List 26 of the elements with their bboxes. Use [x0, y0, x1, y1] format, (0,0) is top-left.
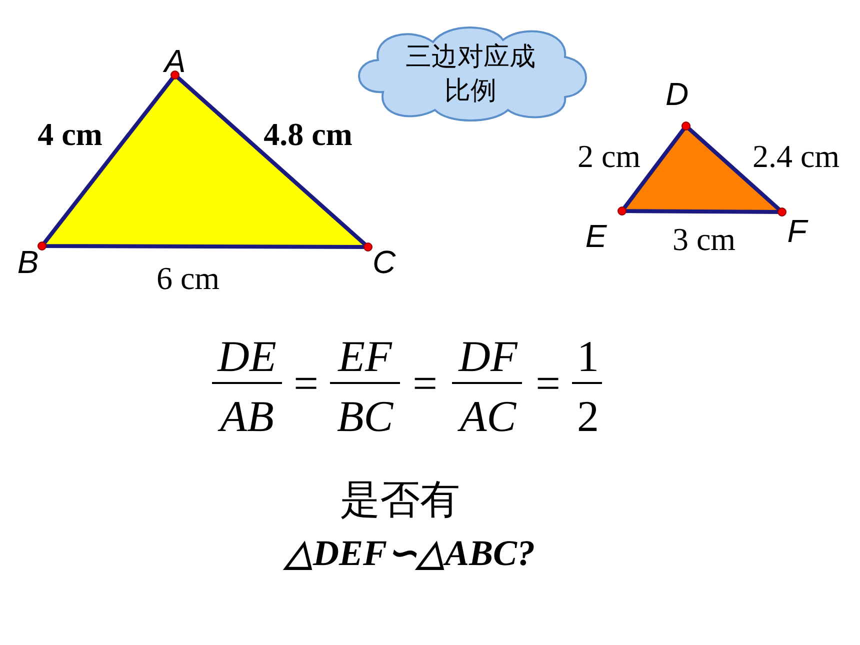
- math-text: BC: [336, 395, 394, 439]
- vertex-label: C: [372, 246, 396, 278]
- vertex-label: D: [665, 78, 689, 110]
- math-text: DE: [218, 335, 276, 379]
- side-length: 2 cm: [577, 140, 641, 172]
- math-text: =: [294, 362, 318, 406]
- math-text: 1: [577, 335, 599, 379]
- math-text: =: [412, 362, 438, 406]
- math-text: AB: [220, 395, 274, 439]
- question-text: △DEF∽△ABC?: [284, 535, 536, 571]
- side-length: 3 cm: [672, 223, 736, 255]
- side-length: 4.8 cm: [264, 118, 352, 150]
- question-text: 是否有: [340, 480, 460, 520]
- side-length: 2.4 cm: [752, 140, 840, 172]
- vertex-label: B: [17, 246, 39, 278]
- vertex-label: A: [164, 45, 186, 77]
- cloud-text: 三边对应成比例: [404, 41, 536, 108]
- math-text: 2: [577, 395, 599, 439]
- side-length: 6 cm: [156, 262, 220, 294]
- math-text: =: [536, 362, 560, 406]
- vertex-label: F: [787, 215, 807, 247]
- side-length: 4 cm: [38, 118, 102, 150]
- math-text: DF: [458, 335, 518, 379]
- math-text: AC: [460, 395, 516, 439]
- math-text: EF: [338, 335, 392, 379]
- vertex-label: E: [585, 220, 607, 252]
